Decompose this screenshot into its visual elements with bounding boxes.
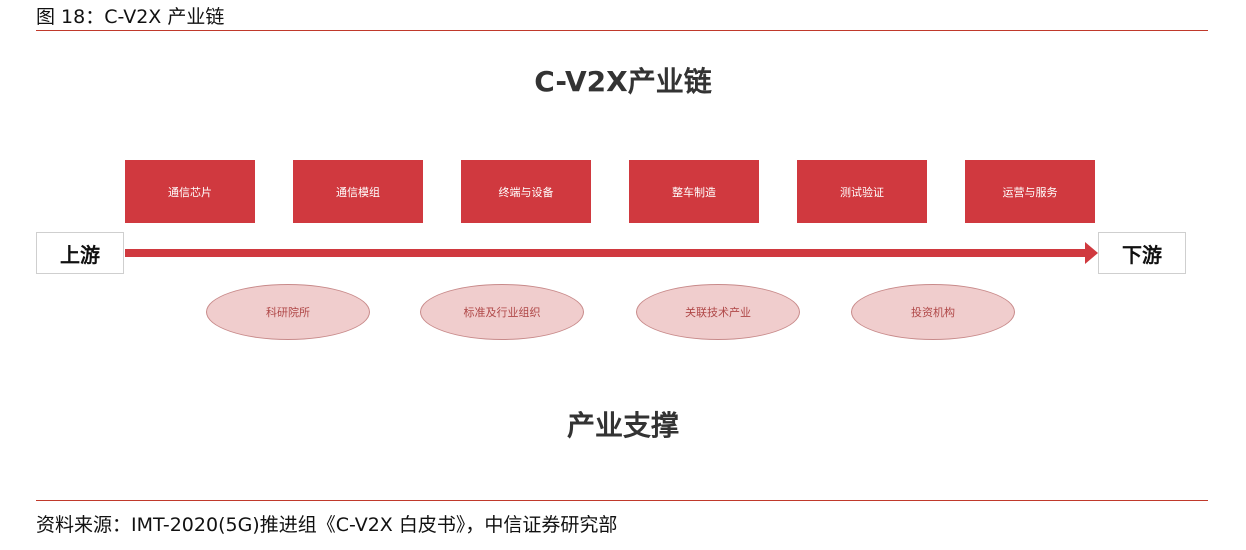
chain-box-testing: 测试验证	[797, 160, 927, 223]
support-title: 产业支撑	[566, 409, 679, 442]
source-note: 资料来源：IMT-2020(5G)推进组《C-V2X 白皮书》，中信证券研究部	[36, 514, 618, 536]
top-divider	[36, 30, 1208, 31]
chain-box-module: 通信模组	[293, 160, 423, 223]
chain-box-vehicle: 整车制造	[629, 160, 759, 223]
downstream-label: 下游	[1098, 232, 1186, 274]
support-ellipse-investment: 投资机构	[851, 284, 1015, 340]
chain-arrow-head	[1085, 242, 1098, 264]
support-ellipse-research: 科研院所	[206, 284, 370, 340]
chain-box-chip: 通信芯片	[125, 160, 255, 223]
diagram-title: C-V2X产业链	[534, 65, 712, 98]
chain-box-terminal: 终端与设备	[461, 160, 591, 223]
figure-caption: 图 18：C-V2X 产业链	[36, 6, 225, 28]
bottom-divider	[36, 500, 1208, 501]
support-ellipse-related-tech: 关联技术产业	[636, 284, 800, 340]
chain-box-operation: 运营与服务	[965, 160, 1095, 223]
upstream-label: 上游	[36, 232, 124, 274]
chain-arrow-line	[125, 249, 1087, 257]
support-ellipse-standards: 标准及行业组织	[420, 284, 584, 340]
